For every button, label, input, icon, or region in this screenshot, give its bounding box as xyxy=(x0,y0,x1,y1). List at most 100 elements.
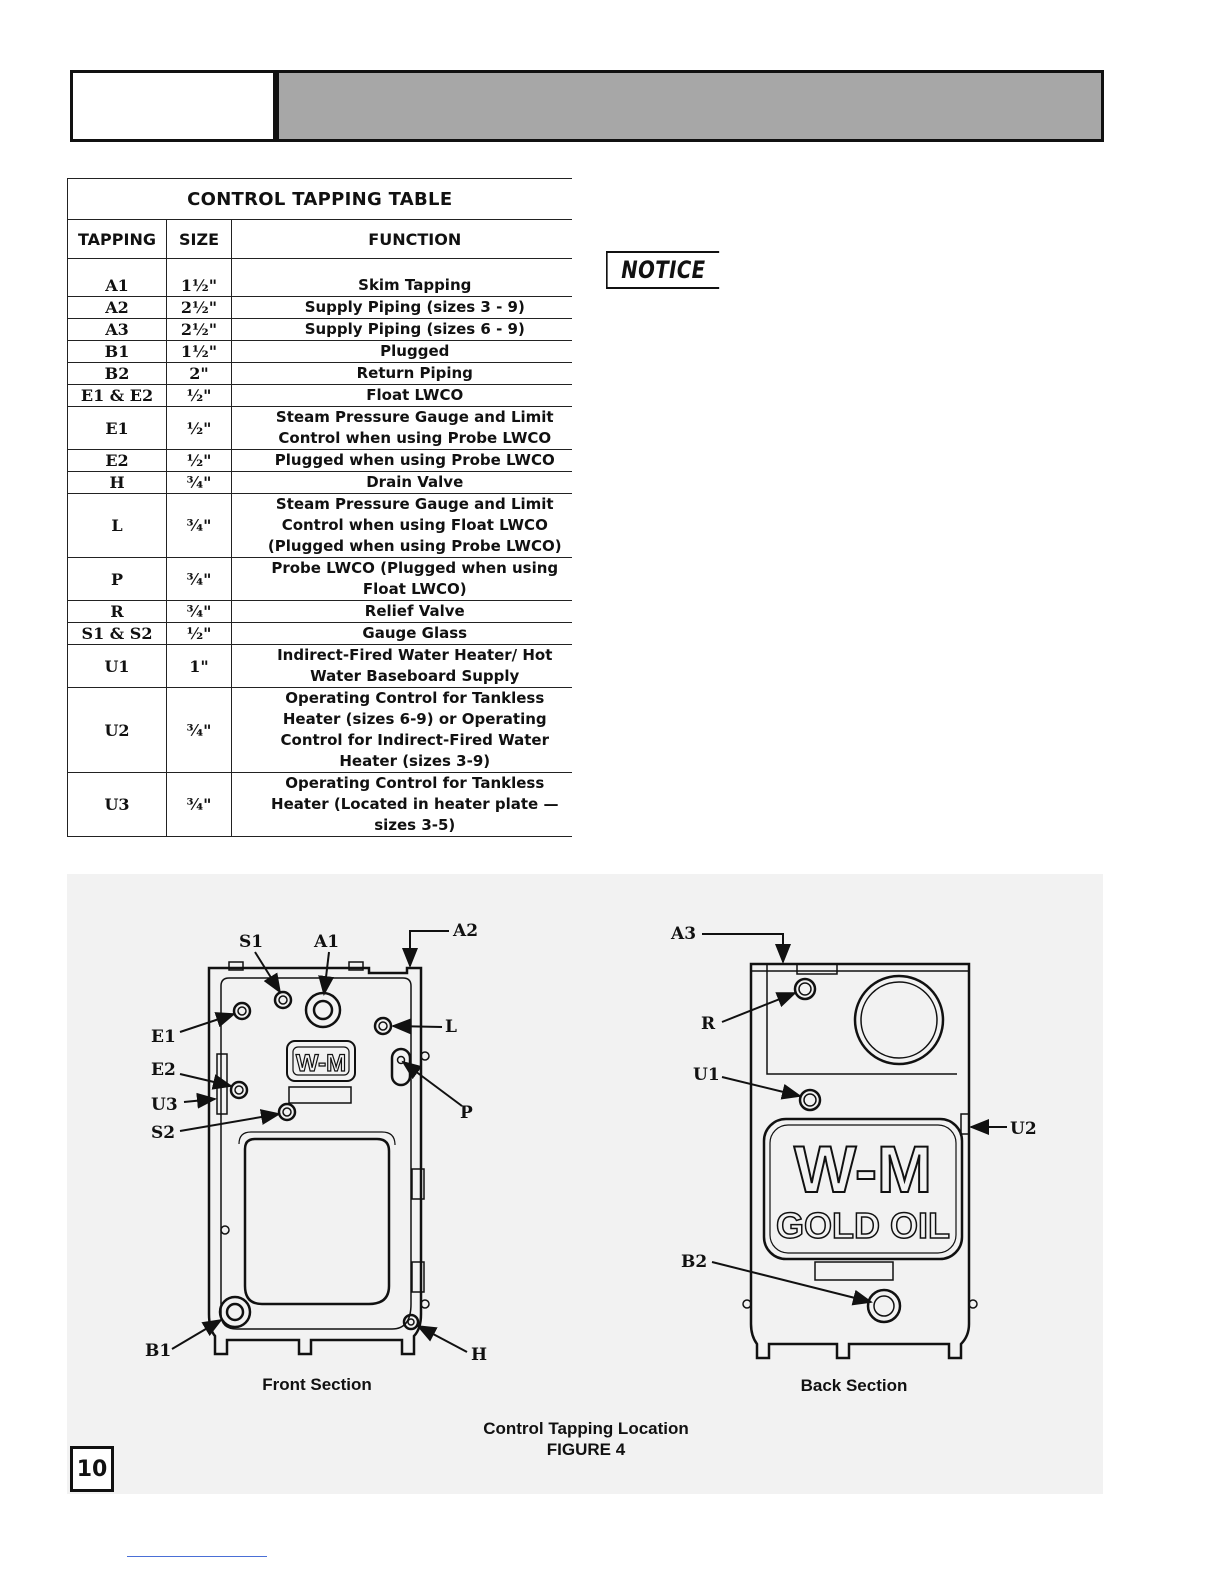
tapping-cell: A3 xyxy=(67,318,167,341)
figure-caption: Control Tapping Location xyxy=(483,1419,689,1438)
size-cell: ¾" xyxy=(166,493,232,558)
function-cell: Indirect-Fired Water Heater/ Hot Water B… xyxy=(230,644,572,688)
size-cell: 1½" xyxy=(166,258,232,297)
tapping-cell: B1 xyxy=(67,340,167,363)
front-leader-lines xyxy=(171,930,468,1353)
tapping-cell: A2 xyxy=(67,296,167,319)
label-a1: A1 xyxy=(314,932,340,952)
tapping-cell: A1 xyxy=(67,258,167,297)
function-cell: Float LWCO xyxy=(230,384,572,407)
function-cell: Supply Piping (sizes 3 - 9) xyxy=(230,296,572,319)
label-h: H xyxy=(471,1345,488,1365)
back-logo-text: W-M xyxy=(794,1132,932,1206)
back-section-caption: Back Section xyxy=(800,1376,908,1395)
function-cell: Supply Piping (sizes 6 - 9) xyxy=(230,318,572,341)
size-cell: 2" xyxy=(166,362,232,385)
function-cell: Steam Pressure Gauge and Limit Control w… xyxy=(230,493,572,558)
front-section-caption: Front Section xyxy=(262,1375,372,1394)
function-cell: Drain Valve xyxy=(230,471,572,494)
tapping-cell: U2 xyxy=(67,687,167,773)
size-cell: ½" xyxy=(166,384,232,407)
function-cell: Relief Valve xyxy=(230,600,572,623)
label-u3: U3 xyxy=(151,1095,178,1115)
section-header-label-box xyxy=(73,73,279,139)
column-header-tapping: TAPPING xyxy=(67,219,167,259)
front-section-drawing xyxy=(207,961,430,1356)
label-u1: U1 xyxy=(693,1065,720,1085)
tapping-cell: L xyxy=(67,493,167,558)
tapping-cell: B2 xyxy=(67,362,167,385)
front-logo-text: W-M xyxy=(296,1050,346,1077)
tapping-cell: R xyxy=(67,600,167,623)
label-e1: E1 xyxy=(151,1027,176,1047)
size-cell: ¾" xyxy=(166,687,232,773)
function-cell: Skim Tapping xyxy=(230,258,572,297)
footer-link-line xyxy=(127,1556,267,1557)
function-cell: Steam Pressure Gauge and Limit Control w… xyxy=(230,406,572,450)
tapping-cell: E1 xyxy=(67,406,167,450)
label-a2: A2 xyxy=(453,921,479,941)
function-cell: Return Piping xyxy=(230,362,572,385)
size-cell: ¾" xyxy=(166,600,232,623)
function-cell: Operating Control for Tankless Heater (s… xyxy=(230,687,572,773)
label-a3: A3 xyxy=(671,924,697,944)
size-cell: 2½" xyxy=(166,296,232,319)
size-cell: ½" xyxy=(166,406,232,450)
label-s1: S1 xyxy=(239,932,264,952)
function-cell: Plugged xyxy=(230,340,572,363)
label-u2: U2 xyxy=(1010,1119,1037,1139)
function-cell: Gauge Glass xyxy=(230,622,572,645)
label-s2: S2 xyxy=(151,1123,176,1143)
page-number: 10 xyxy=(70,1446,114,1492)
tapping-cell: U3 xyxy=(67,772,167,837)
back-section-drawing xyxy=(742,962,978,1360)
label-p: P xyxy=(460,1103,473,1123)
size-cell: 2½" xyxy=(166,318,232,341)
size-cell: ½" xyxy=(166,449,232,472)
back-brand-text: GOLD OIL xyxy=(776,1205,950,1246)
size-cell: 1" xyxy=(166,644,232,688)
size-cell: ¾" xyxy=(166,471,232,494)
section-header-title-bar xyxy=(279,73,1101,139)
tapping-cell: P xyxy=(67,557,167,601)
back-leader-lines xyxy=(702,933,1007,1306)
tapping-cell: H xyxy=(67,471,167,494)
function-cell: Probe LWCO (Plugged when using Float LWC… xyxy=(230,557,572,601)
boiler-sections-drawing: W-M W-M GOLD OIL xyxy=(171,930,1007,1360)
control-tapping-table: CONTROL TAPPING TABLE TAPPING SIZE FUNCT… xyxy=(66,178,572,837)
column-header-function: FUNCTION xyxy=(230,219,572,259)
tapping-cell: S1 & S2 xyxy=(67,622,167,645)
tapping-cell: E2 xyxy=(67,449,167,472)
control-tapping-figure: W-M W-M GOLD OIL S1 A1 A2 E1 L xyxy=(67,874,1103,1494)
label-b2: B2 xyxy=(681,1252,708,1272)
figure-number: FIGURE 4 xyxy=(546,1440,626,1459)
label-b1: B1 xyxy=(145,1341,172,1361)
notice-label: NOTICE xyxy=(606,251,720,289)
section-header xyxy=(70,70,1104,142)
size-cell: ¾" xyxy=(166,772,232,837)
table-title: CONTROL TAPPING TABLE xyxy=(66,178,572,220)
size-cell: ½" xyxy=(166,622,232,645)
label-e2: E2 xyxy=(151,1060,176,1080)
label-l: L xyxy=(445,1017,457,1037)
label-r: R xyxy=(701,1014,716,1034)
tapping-cell: E1 & E2 xyxy=(67,384,167,407)
function-cell: Plugged when using Probe LWCO xyxy=(230,449,572,472)
function-cell: Operating Control for Tankless Heater (L… xyxy=(230,772,572,837)
tapping-cell: U1 xyxy=(67,644,167,688)
size-cell: ¾" xyxy=(166,557,232,601)
